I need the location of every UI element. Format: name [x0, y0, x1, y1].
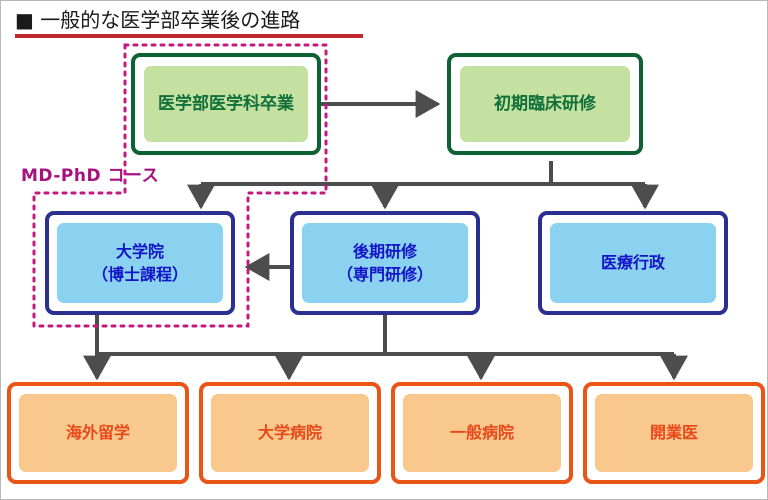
node-later-training-sublabel: （専門研修）	[336, 265, 433, 284]
mdphd-course-label: MD-PhD コース	[21, 166, 160, 186]
node-private-practice-label: 開業医	[649, 423, 698, 443]
node-later-training-label: 後期研修	[352, 241, 417, 261]
node-later-training-body: 後期研修 （専門研修）	[302, 223, 468, 303]
node-graduate-school-label: 大学院	[115, 241, 164, 261]
page-title: ■ 一般的な医学部卒業後の進路	[15, 7, 375, 33]
node-graduation[interactable]: 医学部医学科卒業	[131, 53, 321, 155]
node-university-hospital-label: 大学病院	[257, 423, 322, 443]
node-general-hospital[interactable]: 一般病院	[391, 382, 573, 484]
node-university-hospital[interactable]: 大学病院	[199, 382, 381, 484]
node-medical-administration-label: 医療行政	[600, 253, 665, 273]
node-general-hospital-body: 一般病院	[403, 394, 561, 472]
node-university-hospital-body: 大学病院	[211, 394, 369, 472]
node-graduation-body: 医学部医学科卒業	[144, 66, 308, 142]
node-study-abroad-label: 海外留学	[65, 423, 130, 443]
node-initial-training[interactable]: 初期臨床研修	[447, 53, 643, 155]
node-private-practice-body: 開業医	[595, 394, 753, 472]
node-medical-administration-body: 医療行政	[550, 223, 716, 303]
node-initial-training-body: 初期臨床研修	[460, 66, 630, 142]
page-title-area: ■ 一般的な医学部卒業後の進路	[15, 7, 375, 38]
node-initial-training-label: 初期臨床研修	[494, 93, 596, 114]
page-title-label: 一般的な医学部卒業後の進路	[40, 8, 301, 32]
title-underline-rule	[15, 34, 363, 38]
title-bullet-icon: ■	[15, 8, 34, 32]
node-study-abroad[interactable]: 海外留学	[7, 382, 189, 484]
node-graduate-school-body: 大学院 （博士課程）	[57, 223, 223, 303]
node-general-hospital-label: 一般病院	[449, 423, 514, 443]
node-medical-administration[interactable]: 医療行政	[538, 211, 728, 315]
node-graduate-school-sublabel: （博士課程）	[91, 265, 188, 284]
node-graduation-label: 医学部医学科卒業	[158, 93, 294, 114]
node-graduate-school[interactable]: 大学院 （博士課程）	[45, 211, 235, 315]
node-private-practice[interactable]: 開業医	[583, 382, 765, 484]
node-later-training[interactable]: 後期研修 （専門研修）	[290, 211, 480, 315]
node-study-abroad-body: 海外留学	[19, 394, 177, 472]
